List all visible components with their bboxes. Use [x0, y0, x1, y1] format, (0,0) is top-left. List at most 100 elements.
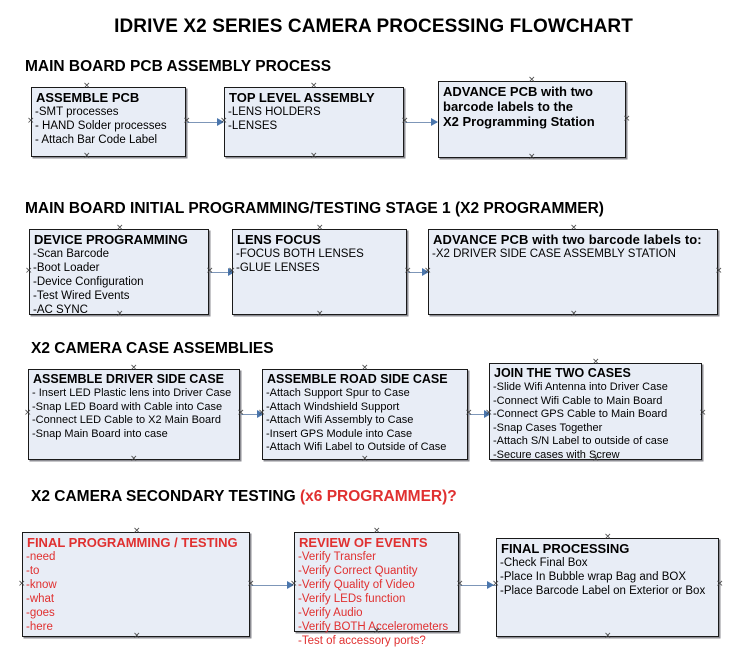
- connection-point-marker: [116, 225, 123, 232]
- connection-point-marker: [528, 154, 535, 161]
- node-line: -need: [26, 551, 56, 563]
- section-title-accent-text: (x6 PROGRAMMER)?: [300, 488, 457, 505]
- node-line: -Verify LEDs function: [298, 593, 406, 605]
- node-line: -Connect GPS Cable to Main Board: [493, 408, 668, 421]
- connection-point-marker: [133, 528, 140, 535]
- node-header: DEVICE PROGRAMMING: [34, 232, 188, 247]
- connector-line: [469, 414, 491, 415]
- node-line: - HAND Solder processes: [35, 120, 167, 132]
- connection-point-marker: [290, 581, 297, 588]
- connection-point-marker: [130, 365, 137, 372]
- node-line: - Insert LED Plastic lens into Driver Ca…: [32, 387, 232, 399]
- node-header: ASSEMBLE DRIVER SIDE CASE: [33, 372, 225, 386]
- node-line: -Attach Windshield Support: [266, 400, 400, 413]
- node-review-of-events[interactable]: REVIEW OF EVENTS -Verify Transfer -Verif…: [294, 532, 459, 647]
- connection-point-marker: [465, 410, 472, 417]
- connection-point-marker: [570, 225, 577, 232]
- node-line: -Device Configuration: [33, 276, 144, 288]
- node-line: -AC SYNC: [33, 304, 88, 316]
- section-title-x2-camera-secondary-testing: X2 CAMERA SECONDARY TESTING (x6 PROGRAMM…: [31, 488, 457, 506]
- node-line: barcode labels to the: [443, 99, 574, 114]
- node-final-processing[interactable]: FINAL PROCESSING -Check Final Box -Place…: [496, 538, 719, 637]
- node-assemble-road-side-case[interactable]: ASSEMBLE ROAD SIDE CASE -Attach Support …: [262, 369, 468, 460]
- node-line: -Snap Main Board into case: [32, 427, 168, 440]
- connection-point-marker: [116, 311, 123, 318]
- node-line: -Attach S/N Label to outside of case: [493, 435, 669, 448]
- node-line: -Verify Quality of Video: [298, 579, 415, 591]
- connector-line: [187, 122, 223, 123]
- section-title-text: X2 CAMERA SECONDARY TESTING: [31, 488, 300, 505]
- section-title-text: X2 CAMERA CASE ASSEMBLIES: [31, 340, 274, 357]
- connection-point-marker: [130, 456, 137, 463]
- node-line: -goes: [26, 607, 55, 619]
- connection-point-marker: [592, 359, 599, 366]
- node-line: -Check Final Box: [500, 557, 588, 569]
- node-lens-focus[interactable]: LENS FOCUS -FOCUS BOTH LENSES -GLUE LENS…: [232, 229, 407, 315]
- node-device-programming[interactable]: DEVICE PROGRAMMING -Scan Barcode -Boot L…: [29, 229, 209, 316]
- node-line: -FOCUS BOTH LENSES: [236, 248, 364, 260]
- node-header: LENS FOCUS: [237, 232, 321, 247]
- connection-point-marker: [492, 581, 499, 588]
- node-line: - Attach Bar Code Label: [35, 134, 158, 146]
- connection-point-marker: [373, 528, 380, 535]
- connector-line: [460, 585, 502, 586]
- connection-point-marker: [310, 153, 317, 160]
- node-line: -to: [26, 565, 40, 577]
- node-line: -GLUE LENSES: [236, 262, 320, 274]
- node-line: -X2 DRIVER SIDE CASE ASSEMBLY STATION: [432, 248, 676, 260]
- node-advance-pcb-driver-side-case[interactable]: ADVANCE PCB with two barcode labels to: …: [428, 229, 718, 315]
- connection-point-marker: [316, 225, 323, 232]
- page-title: IDRIVE X2 SERIES CAMERA PROCESSING FLOWC…: [114, 16, 633, 37]
- connection-point-marker: [373, 628, 380, 635]
- connector-arrowhead: [431, 118, 438, 126]
- node-advance-pcb-programming-station[interactable]: ADVANCE PCB with two barcode labels to t…: [438, 81, 626, 158]
- node-join-the-two-cases[interactable]: JOIN THE TWO CASES -Slide Wifi Antenna i…: [489, 363, 702, 461]
- node-header: REVIEW OF EVENTS: [299, 535, 428, 550]
- connection-point-marker: [18, 581, 25, 588]
- node-line: -here: [26, 621, 53, 633]
- node-line: -Verify Correct Quantity: [298, 565, 418, 577]
- node-line: -Verify Transfer: [298, 551, 376, 563]
- connection-point-marker: [485, 410, 492, 417]
- node-line: -Connect LED Cable to X2 Main Board: [32, 414, 221, 427]
- connection-point-marker: [24, 410, 31, 417]
- node-line: X2 Programming Station: [443, 114, 595, 129]
- connection-point-marker: [623, 116, 630, 123]
- connection-point-marker: [716, 581, 723, 588]
- node-line: -Test Wired Events: [33, 290, 130, 302]
- node-line: -what: [26, 593, 55, 605]
- node-header: FINAL PROCESSING: [501, 541, 630, 556]
- node-line: -Scan Barcode: [33, 248, 110, 260]
- connection-point-marker: [310, 83, 317, 90]
- connection-point-marker: [83, 83, 90, 90]
- section-title-text: MAIN BOARD INITIAL PROGRAMMING/TESTING S…: [25, 200, 604, 217]
- connection-point-marker: [592, 456, 599, 463]
- connector-line: [408, 272, 428, 273]
- connection-point-marker: [133, 633, 140, 640]
- connector-line: [405, 122, 437, 123]
- node-assemble-driver-side-case[interactable]: ASSEMBLE DRIVER SIDE CASE - Insert LED P…: [28, 369, 240, 460]
- connection-point-marker: [258, 410, 265, 417]
- connection-point-marker: [237, 410, 244, 417]
- connector-line: [210, 272, 234, 273]
- connection-point-marker: [206, 268, 213, 275]
- node-line: -Connect Wifi Cable to Main Board: [493, 394, 663, 407]
- section-title-text: MAIN BOARD PCB ASSEMBLY PROCESS: [25, 58, 332, 75]
- node-line: -Boot Loader: [33, 262, 100, 274]
- connector-arrowhead: [487, 581, 494, 589]
- node-assemble-pcb[interactable]: ASSEMBLE PCB -SMT processes - HAND Solde…: [31, 87, 186, 157]
- node-line: -Place In Bubble wrap Bag and BOX: [500, 571, 687, 583]
- connection-point-marker: [83, 153, 90, 160]
- connection-point-marker: [361, 456, 368, 463]
- connection-point-marker: [404, 268, 411, 275]
- node-header: ASSEMBLE ROAD SIDE CASE: [267, 372, 448, 386]
- node-line: -Insert GPS Module into Case: [266, 427, 413, 440]
- connection-point-marker: [25, 268, 32, 275]
- connection-point-marker: [361, 365, 368, 372]
- node-top-level-assembly[interactable]: TOP LEVEL ASSEMBLY -LENS HOLDERS -LENSES: [224, 87, 404, 157]
- connection-point-marker: [27, 118, 34, 125]
- node-line: -Snap Cases Together: [493, 421, 603, 434]
- node-line: -LENS HOLDERS: [228, 106, 321, 118]
- connection-point-marker: [604, 633, 611, 640]
- node-final-programming-testing[interactable]: FINAL PROGRAMMING / TESTING -need -to -k…: [22, 532, 250, 637]
